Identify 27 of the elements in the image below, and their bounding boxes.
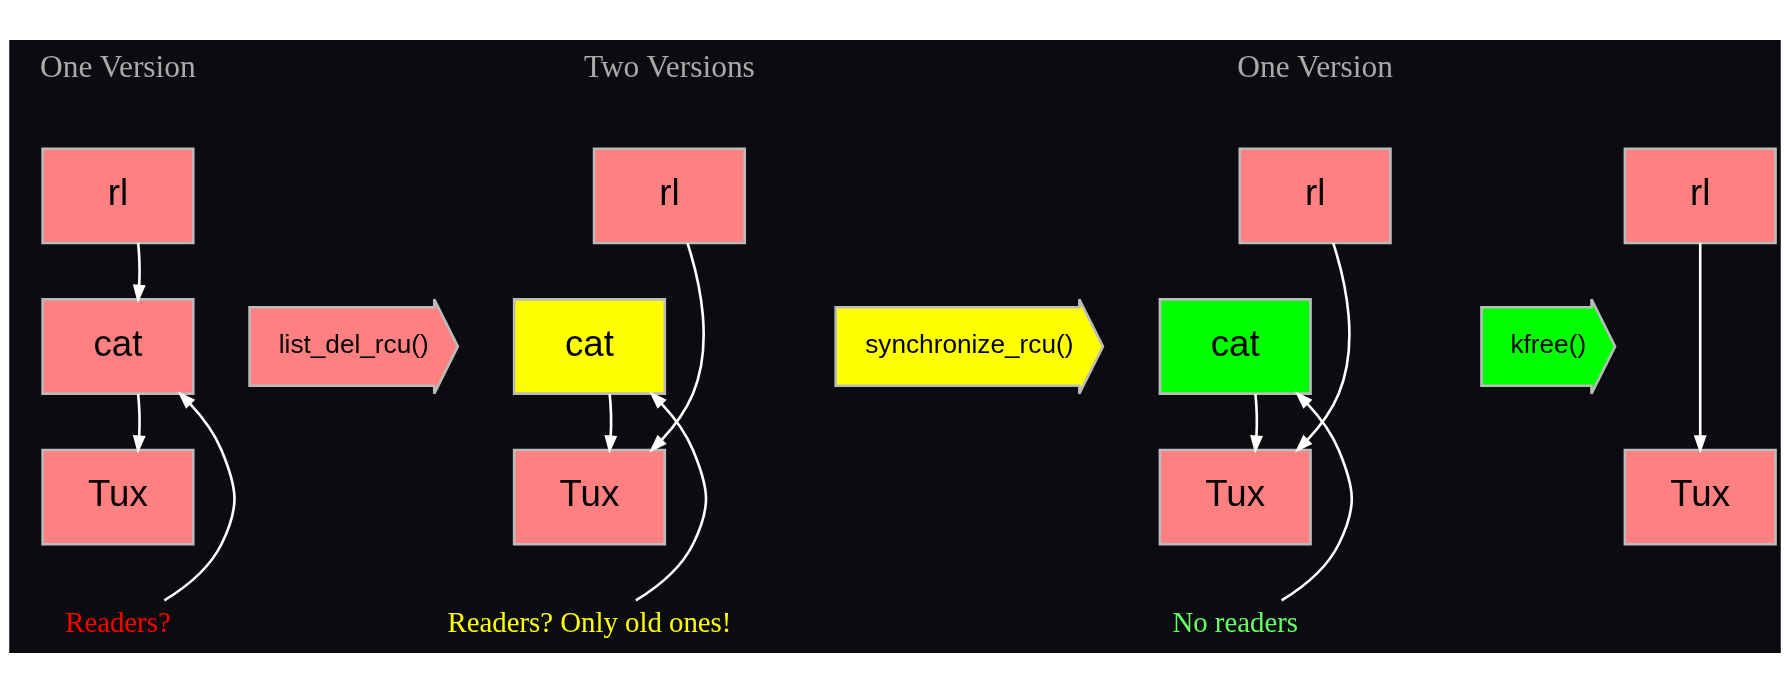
node-text: No readers: [1172, 605, 1298, 638]
label: One Version: [40, 48, 196, 84]
node-box: Tux: [512, 448, 667, 546]
node-box: cat: [1158, 297, 1312, 395]
arrow: [1280, 390, 1353, 602]
node-box: rl: [1238, 146, 1392, 244]
node-box: rl: [592, 146, 746, 244]
arrow: [163, 390, 236, 602]
arrow: [132, 242, 146, 303]
arrow: [1250, 393, 1263, 454]
node-text: Readers? Only old ones!: [447, 605, 732, 638]
arrow: [1693, 242, 1707, 454]
node-box: cat: [41, 297, 195, 395]
node-box: rl: [1623, 146, 1777, 244]
node-box: cat: [512, 297, 667, 395]
node-box: Tux: [1158, 448, 1312, 546]
node-text: Readers?: [65, 605, 171, 638]
arrow: [635, 390, 708, 602]
arrow: [132, 393, 146, 454]
arrow: [604, 393, 618, 454]
node-box: Tux: [1623, 448, 1777, 546]
arrow: [1294, 242, 1351, 452]
node-box: Tux: [41, 448, 195, 546]
node-box: rl: [41, 146, 195, 244]
label: One Version: [1237, 48, 1393, 84]
label: Two Versions: [583, 48, 755, 84]
arrow: [649, 242, 705, 452]
